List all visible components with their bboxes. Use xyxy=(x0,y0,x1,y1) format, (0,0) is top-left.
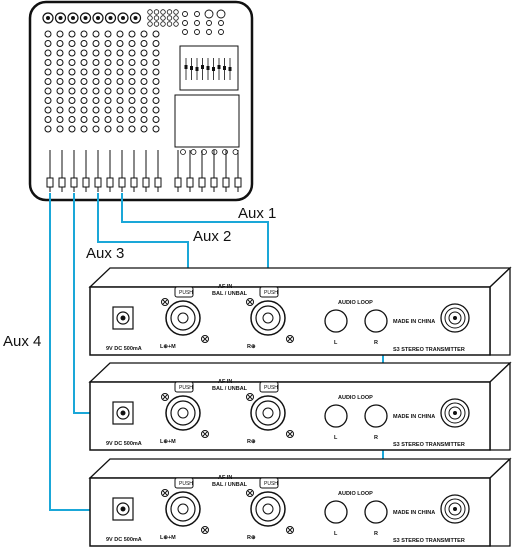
left-mono-label: L⊕+M xyxy=(160,535,176,541)
af-in-label: AF IN xyxy=(218,475,232,481)
loop-r-label: R xyxy=(374,340,378,346)
mixer-input-jacks xyxy=(42,9,226,35)
model-label: S3 STEREO TRANSMITTER xyxy=(393,538,465,544)
made-in-label: MADE IN CHINA xyxy=(393,510,435,516)
loop-l-label: L xyxy=(334,531,338,537)
push-label: PUSH xyxy=(264,481,278,487)
model-label: S3 STEREO TRANSMITTER xyxy=(393,347,465,353)
push-label: PUSH xyxy=(264,385,278,391)
power-label: 9V DC 500mA xyxy=(106,441,142,447)
aux4-label: Aux 4 xyxy=(3,333,41,350)
right-label: R⊕ xyxy=(247,344,256,350)
push-label: PUSH xyxy=(179,481,193,487)
power-label: 9V DC 500mA xyxy=(106,537,142,543)
audio-loop-label: AUDIO LOOP xyxy=(338,300,373,306)
audio-loop-label: AUDIO LOOP xyxy=(338,491,373,497)
transmitter-2: PUSH PUSH AF IN BAL / UNBAL 9V DC 500mA … xyxy=(89,362,511,451)
left-mono-label: L⊕+M xyxy=(160,439,176,445)
right-label: R⊕ xyxy=(247,439,256,445)
bal-unbal-label: BAL / UNBAL xyxy=(212,386,248,392)
transmitter-1: PUSH PUSH AF IN BAL / UNBAL L⊕+M R⊕ AUDI… xyxy=(89,267,511,356)
aux1-cable xyxy=(121,193,269,300)
aux1-label: Aux 1 xyxy=(238,205,276,222)
right-label: R⊕ xyxy=(247,535,256,541)
loop-l-label: L xyxy=(334,340,338,346)
made-in-label: MADE IN CHINA xyxy=(393,319,435,325)
mixer-faders xyxy=(46,150,242,192)
af-in-label: AF IN xyxy=(218,379,232,385)
push-label: PUSH xyxy=(179,385,193,391)
loop-r-label: R xyxy=(374,531,378,537)
loop-l-label: L xyxy=(334,435,338,441)
bal-unbal-label: BAL / UNBAL xyxy=(212,291,248,297)
power-label: 9V DC 500mA xyxy=(106,346,142,352)
mixer xyxy=(28,0,254,202)
aux3-label: Aux 3 xyxy=(86,245,124,262)
mixer-master-section xyxy=(174,45,240,155)
mixer-channel-strips xyxy=(44,30,160,133)
push-label: PUSH xyxy=(179,290,193,296)
audio-loop-label: AUDIO LOOP xyxy=(338,395,373,401)
left-mono-label: L⊕+M xyxy=(160,344,176,350)
bal-unbal-label: BAL / UNBAL xyxy=(212,482,248,488)
loop-r-label: R xyxy=(374,435,378,441)
transmitter-3: PUSH PUSH AF IN BAL / UNBAL 9V DC 500mA … xyxy=(89,458,511,547)
made-in-label: MADE IN CHINA xyxy=(393,414,435,420)
model-label: S3 STEREO TRANSMITTER xyxy=(393,442,465,448)
af-in-label: AF IN xyxy=(218,284,232,290)
aux2-label: Aux 2 xyxy=(193,228,231,245)
push-label: PUSH xyxy=(264,290,278,296)
